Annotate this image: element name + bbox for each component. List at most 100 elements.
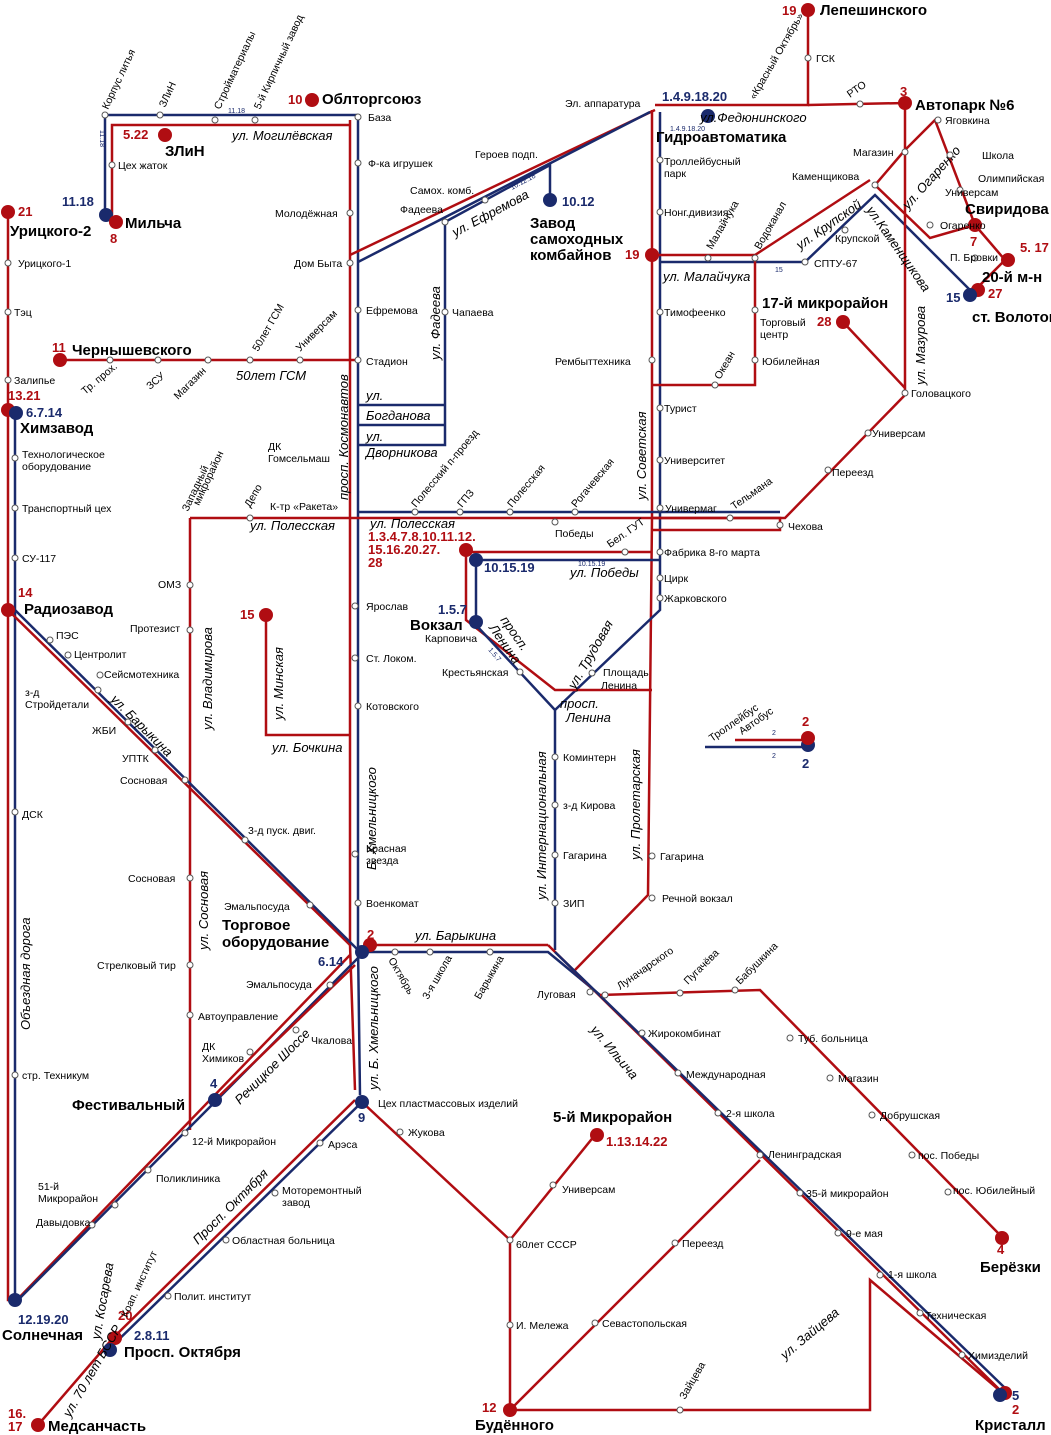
route-num: 12 bbox=[482, 1400, 496, 1415]
stop-label: Пугачёва bbox=[682, 947, 722, 987]
terminal-kristall[interactable] bbox=[993, 1388, 1007, 1402]
route-lines bbox=[6, 12, 1007, 1426]
terminal-chern[interactable] bbox=[53, 353, 67, 367]
terminal-budennogo[interactable] bbox=[503, 1403, 517, 1417]
bus-line-oktyabrya bbox=[112, 1099, 356, 1339]
street-label: Ленина bbox=[565, 710, 611, 725]
terminal-torg[interactable] bbox=[355, 945, 369, 959]
terminal-medsanch[interactable] bbox=[31, 1418, 45, 1432]
stop-label: 3-я школа bbox=[420, 953, 455, 1001]
stop-label: Магазин bbox=[853, 147, 894, 159]
terminal-uritskogo2[interactable] bbox=[1, 205, 15, 219]
terminal-minskaya[interactable] bbox=[259, 608, 273, 622]
route-num: 4 bbox=[997, 1242, 1005, 1257]
street-label: ул. Могилёвская bbox=[231, 128, 333, 143]
terminal-name: Лепешинского bbox=[820, 2, 927, 19]
terminal-gidro[interactable] bbox=[701, 109, 715, 123]
route-num: 5.22 bbox=[123, 127, 148, 142]
stop-label: Ярослав bbox=[366, 601, 408, 613]
terminal-khimzavod[interactable] bbox=[9, 406, 23, 420]
terminal-name: 17-й микрорайон bbox=[762, 295, 888, 312]
stop-label: Универмаг bbox=[665, 503, 717, 515]
route-num: 13.21 bbox=[8, 388, 41, 403]
terminal-mr19[interactable] bbox=[645, 248, 659, 262]
stop-label: Центролит bbox=[74, 649, 127, 661]
route-num: 9 bbox=[358, 1110, 365, 1125]
route-num: 15 bbox=[946, 290, 960, 305]
route-num: 10.12 bbox=[562, 194, 595, 209]
stop-label: ЗЛиН bbox=[157, 80, 179, 109]
bus-line-zaytseva bbox=[510, 1277, 1006, 1412]
terminal-festival[interactable] bbox=[208, 1093, 222, 1107]
terminal-name: Облторгсоюз bbox=[322, 91, 421, 108]
terminal-name: Кристалл bbox=[975, 1417, 1046, 1434]
terminal-mr17[interactable] bbox=[836, 315, 850, 329]
terminal-berezki[interactable] bbox=[995, 1231, 1009, 1245]
terminal-avtopark[interactable] bbox=[898, 96, 912, 110]
street-label: ул. bbox=[365, 429, 383, 444]
bus-line-okean bbox=[652, 258, 757, 387]
stop-label: Ефремова bbox=[366, 305, 418, 317]
terminal-lepeshinskogo[interactable] bbox=[801, 3, 815, 17]
terminal-dots bbox=[1, 3, 1015, 1432]
stop-label: СУ-117 bbox=[22, 553, 56, 565]
route-num: 5. 17 bbox=[1020, 240, 1049, 255]
stop-label: Чапаева bbox=[452, 307, 494, 319]
bus-line-barykina-diag bbox=[7, 609, 351, 946]
street-label: ул. Малайчука bbox=[662, 269, 750, 284]
route-num: 14 bbox=[18, 585, 33, 600]
stop-label: Универсам bbox=[294, 308, 340, 354]
stop-label: Сейсмотехника bbox=[104, 669, 179, 681]
terminal-polesskaya[interactable] bbox=[459, 543, 473, 557]
terminal-zlin[interactable] bbox=[158, 128, 172, 142]
terminal-milcha-red[interactable] bbox=[109, 215, 123, 229]
stop-label: ЗИП bbox=[563, 898, 584, 910]
stop-label: Технологическое bbox=[22, 449, 105, 461]
stop-label: Фабрика 8-го марта bbox=[664, 547, 760, 559]
terminal-sviridova[interactable] bbox=[968, 218, 982, 232]
stop-label: Луначарского bbox=[615, 945, 676, 993]
terminal-volotova[interactable] bbox=[963, 288, 977, 302]
terminal-radiozavod[interactable] bbox=[1, 603, 15, 617]
stop-label: ЗСУ bbox=[144, 370, 167, 392]
route-num: 2 bbox=[1012, 1402, 1019, 1417]
terminal-milcha[interactable] bbox=[99, 208, 113, 222]
stop-label: Транспортный цех bbox=[22, 503, 112, 515]
stop-label: Магазин bbox=[172, 365, 209, 402]
bus-line-zlin bbox=[110, 123, 350, 215]
stop-label: Барыкина bbox=[472, 954, 507, 1002]
tiny-label: 11.18 bbox=[98, 130, 105, 147]
terminal-prospokt-red[interactable] bbox=[108, 1331, 122, 1345]
stop-label: Протезист bbox=[130, 623, 180, 635]
route-num: 1.5.7 bbox=[438, 602, 467, 617]
terminal-pobedy[interactable] bbox=[469, 553, 483, 567]
terminal-zsk[interactable] bbox=[543, 193, 557, 207]
bus-line-west bbox=[6, 212, 12, 1302]
terminal-prospokt[interactable] bbox=[103, 1343, 117, 1357]
terminal-vokzal[interactable] bbox=[469, 615, 483, 629]
stop-label: Полесская bbox=[505, 462, 548, 510]
bus-line-lenina bbox=[464, 552, 652, 692]
terminal-name: Урицкого-2 bbox=[10, 223, 91, 240]
terminal-cplast[interactable] bbox=[355, 1095, 369, 1109]
route-num: 15 bbox=[240, 607, 254, 622]
stop-label: 1-я школа bbox=[888, 1269, 937, 1281]
tiny-label: 15 bbox=[775, 267, 783, 274]
stop-label: Троллейбусный bbox=[664, 156, 741, 168]
stop-label: Молодёжная bbox=[275, 208, 338, 220]
route-num: 11 bbox=[52, 340, 66, 355]
terminal-solnechnaya[interactable] bbox=[8, 1293, 22, 1307]
stop-label: Стройматериалы bbox=[212, 30, 259, 112]
stop-label: Победы bbox=[555, 528, 594, 540]
route-num: 21 bbox=[18, 204, 32, 219]
terminal-oblt[interactable] bbox=[305, 93, 319, 107]
street-label: ул. Победы bbox=[569, 565, 639, 580]
terminal-mn20[interactable] bbox=[1001, 253, 1015, 267]
stop-label: Героев подп. bbox=[475, 149, 538, 161]
terminal-mr5[interactable] bbox=[590, 1128, 604, 1142]
tiny-label: 1.4.9.18.20 bbox=[670, 126, 705, 133]
stop-label: Жирокомбинат bbox=[648, 1028, 721, 1040]
route-num: 27 bbox=[988, 286, 1002, 301]
